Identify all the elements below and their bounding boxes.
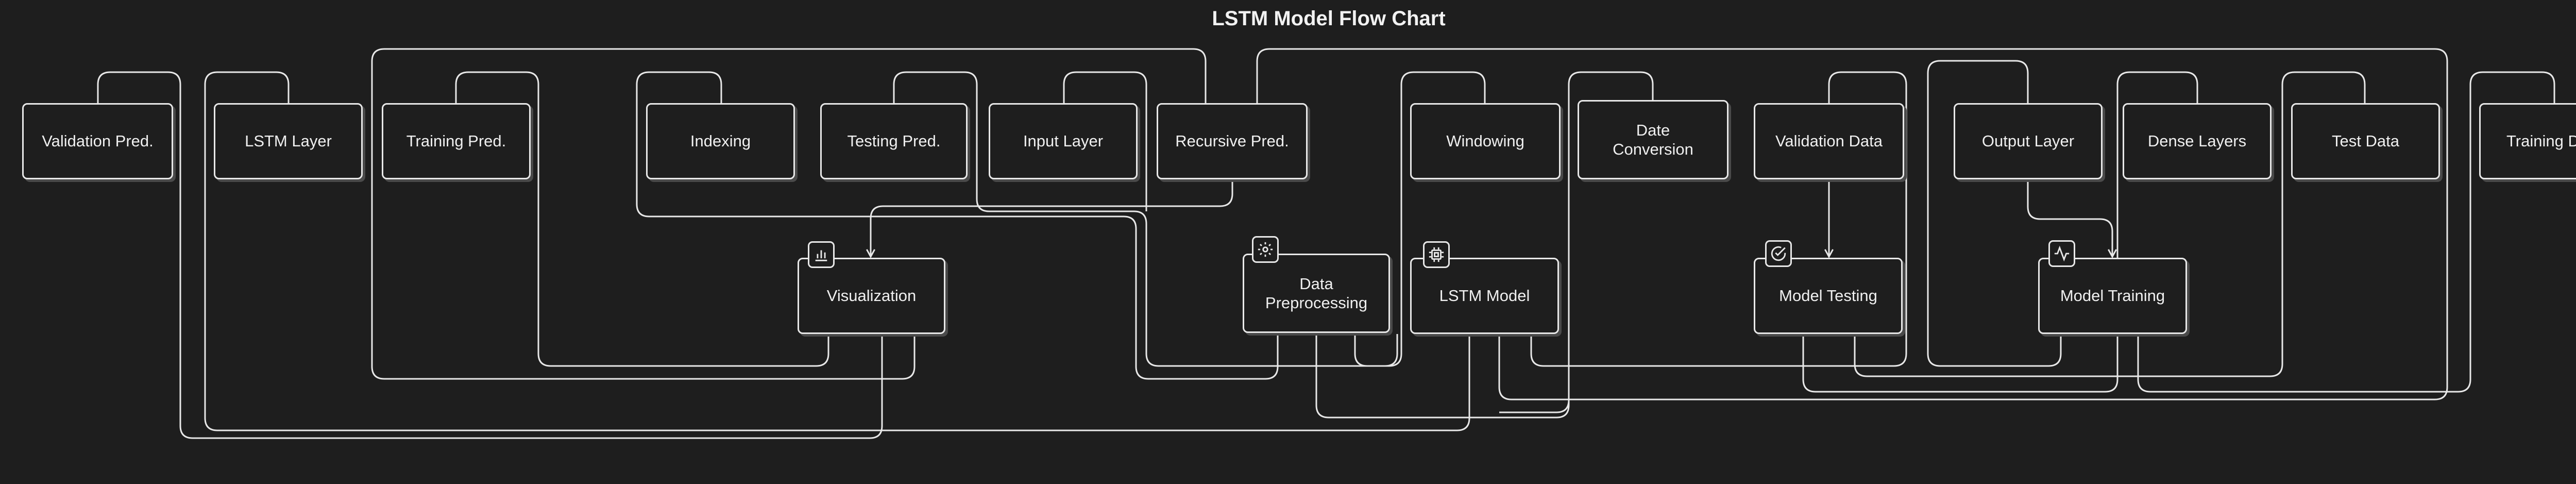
edge-windowing-loop [1354, 71, 1486, 367]
edge-top-rail [1256, 48, 2448, 400]
edge-dense-layers-loop [1802, 71, 2198, 393]
edge-testing-pred-loop [893, 71, 1398, 367]
edge-recursive-to-visualization [870, 179, 1233, 257]
edge-input-layer-loop [1063, 71, 1147, 211]
check-circle-icon [1765, 240, 1792, 267]
cpu-chip-icon [1423, 241, 1450, 268]
edge-date-conversion-loop [1315, 71, 1654, 419]
node-model-testing[interactable]: Model Testing [1754, 258, 1903, 334]
node-validation-data[interactable]: Validation Data [1754, 103, 1904, 179]
edge-output-to-training [2027, 179, 2113, 257]
edge-training-pred-loop [455, 71, 829, 367]
node-training-data[interactable]: Training Data [2479, 103, 2576, 179]
node-testing-pred[interactable]: Testing Pred. [820, 103, 968, 179]
node-recursive-pred[interactable]: Recursive Pred. [1157, 103, 1308, 179]
edge-indexing-loop [636, 71, 1279, 380]
edge-validation-pred-loop [97, 71, 883, 439]
edge-test-data-loop [1854, 71, 2366, 377]
node-windowing[interactable]: Windowing [1410, 103, 1561, 179]
chart-title: LSTM Model Flow Chart [1212, 7, 1446, 30]
node-test-data[interactable]: Test Data [2291, 103, 2440, 179]
node-indexing[interactable]: Indexing [646, 103, 795, 179]
node-model-training[interactable]: Model Training [2038, 258, 2187, 334]
edge-lstm-model-to-date [1499, 361, 1570, 413]
gear-icon [1252, 236, 1279, 263]
edge-output-to-training-arrowhead [2108, 249, 2117, 259]
edge-output-layer-loop [1927, 60, 2062, 367]
activity-icon [2048, 240, 2075, 267]
edge-validation-data-to-testing-arrowhead [1824, 249, 1834, 259]
edge-recursive-to-visualization-arrowhead [866, 249, 875, 259]
bar-chart-icon [808, 241, 835, 268]
edge-training-data-loop [2137, 71, 2555, 393]
node-training-pred[interactable]: Training Pred. [382, 103, 531, 179]
edge-validation-data-loop [1530, 71, 1907, 367]
node-visualization[interactable]: Visualization [798, 258, 945, 334]
node-output-layer[interactable]: Output Layer [1954, 103, 2103, 179]
node-input-layer[interactable]: Input Layer [989, 103, 1138, 179]
node-validation-pred[interactable]: Validation Pred. [22, 103, 173, 179]
edge-recursive-pred-loop [371, 48, 1207, 380]
edge-lstm-layer-loop [204, 71, 1470, 431]
node-lstm-layer[interactable]: LSTM Layer [214, 103, 363, 179]
node-date-conversion[interactable]: Date Conversion [1578, 100, 1728, 179]
node-lstm-model[interactable]: LSTM Model [1410, 258, 1559, 334]
node-data-preprocessing[interactable]: Data Preprocessing [1243, 254, 1390, 333]
node-dense-layers[interactable]: Dense Layers [2123, 103, 2272, 179]
